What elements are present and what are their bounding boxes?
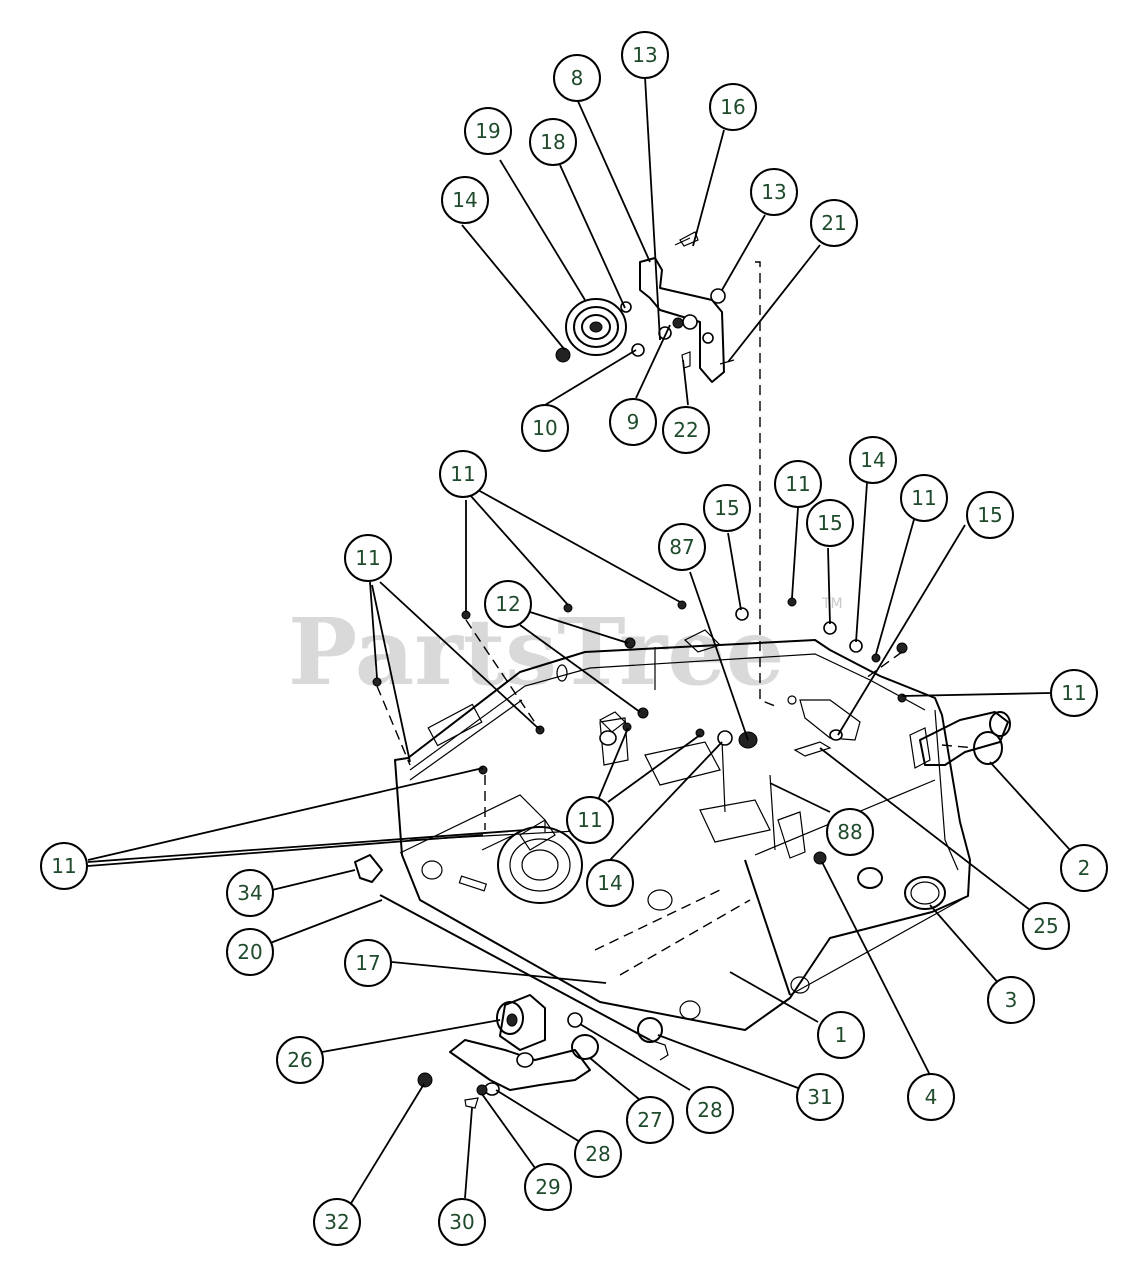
svg-text:4: 4	[925, 1085, 938, 1109]
svg-text:11: 11	[911, 486, 936, 510]
svg-text:34: 34	[237, 881, 262, 905]
svg-text:11: 11	[785, 472, 810, 496]
svg-text:16: 16	[720, 95, 745, 119]
callout-11-center: 11	[566, 796, 614, 844]
callout-10: 10	[521, 404, 569, 452]
svg-text:27: 27	[637, 1108, 662, 1132]
svg-text:13: 13	[761, 180, 786, 204]
svg-text:14: 14	[597, 871, 622, 895]
svg-text:3: 3	[1005, 988, 1018, 1012]
callout-13-top: 13	[621, 31, 669, 79]
svg-text:21: 21	[821, 211, 846, 235]
svg-text:18: 18	[540, 130, 565, 154]
svg-text:20: 20	[237, 940, 262, 964]
svg-text:28: 28	[585, 1142, 610, 1166]
svg-text:9: 9	[627, 410, 640, 434]
callout-11-lower-left: 11	[40, 842, 88, 890]
callout-21: 21	[810, 199, 858, 247]
svg-text:19: 19	[475, 119, 500, 143]
idler-pulley-assembly	[555, 231, 776, 707]
callout-28-bottom: 28	[574, 1130, 622, 1178]
callout-18: 18	[529, 118, 577, 166]
lower-parts	[354, 854, 669, 1109]
callout-31: 31	[796, 1073, 844, 1121]
callout-29: 29	[524, 1163, 572, 1211]
svg-text:14: 14	[860, 448, 885, 472]
callout-9: 9	[609, 398, 657, 446]
callout-11-top-right-b: 11	[900, 474, 948, 522]
callout-19: 19	[464, 107, 512, 155]
svg-text:15: 15	[977, 503, 1002, 527]
callout-11-left-cluster: 11	[344, 534, 392, 582]
callout-11-top-right-a: 11	[774, 460, 822, 508]
svg-text:15: 15	[817, 511, 842, 535]
svg-text:28: 28	[697, 1098, 722, 1122]
callout-15-c: 15	[966, 491, 1014, 539]
callout-87: 87	[658, 523, 706, 571]
callout-28-right: 28	[686, 1086, 734, 1134]
svg-text:13: 13	[632, 43, 657, 67]
svg-text:8: 8	[571, 66, 584, 90]
svg-text:11: 11	[1061, 681, 1086, 705]
callout-13-right: 13	[750, 168, 798, 216]
svg-text:14: 14	[452, 188, 477, 212]
callout-15-a: 15	[703, 484, 751, 532]
svg-text:29: 29	[535, 1175, 560, 1199]
svg-text:11: 11	[355, 546, 380, 570]
callout-17: 17	[344, 939, 392, 987]
callout-32: 32	[313, 1198, 361, 1246]
svg-text:25: 25	[1033, 914, 1058, 938]
callout-25: 25	[1022, 902, 1070, 950]
callout-14-center: 14	[586, 859, 634, 907]
svg-text:11: 11	[577, 808, 602, 832]
svg-text:10: 10	[532, 416, 557, 440]
callout-22: 22	[662, 406, 710, 454]
svg-text:11: 11	[51, 854, 76, 878]
svg-text:26: 26	[287, 1048, 312, 1072]
callout-1: 1	[817, 1011, 865, 1059]
callout-20: 20	[226, 928, 274, 976]
svg-text:15: 15	[714, 496, 739, 520]
mower-deck-housing	[394, 629, 1011, 1031]
callout-12: 12	[484, 580, 532, 628]
callout-26: 26	[276, 1036, 324, 1084]
watermark-brand: PartsTree	[288, 598, 784, 706]
callout-27: 27	[626, 1096, 674, 1144]
callout-15-b: 15	[806, 499, 854, 547]
callout-2: 2	[1060, 844, 1108, 892]
callout-4: 4	[907, 1073, 955, 1121]
callout-14-right: 14	[849, 436, 897, 484]
svg-text:88: 88	[837, 820, 862, 844]
svg-text:22: 22	[673, 418, 698, 442]
callout-11-top-cluster: 11	[439, 450, 487, 498]
dashed-lines	[376, 619, 976, 976]
callouts: 13 8 16 19 18 13 21 14 10 9 22 11 11 14 …	[40, 31, 1108, 1246]
callout-88: 88	[826, 808, 874, 856]
svg-text:30: 30	[449, 1210, 474, 1234]
svg-text:12: 12	[495, 592, 520, 616]
svg-text:2: 2	[1078, 856, 1091, 880]
callout-34: 34	[226, 869, 274, 917]
svg-text:17: 17	[355, 951, 380, 975]
callout-30: 30	[438, 1198, 486, 1246]
callout-16: 16	[709, 83, 757, 131]
callout-14-top: 14	[441, 176, 489, 224]
callout-11-right-edge: 11	[1050, 669, 1098, 717]
leader-lines	[87, 76, 1071, 1206]
svg-text:32: 32	[324, 1210, 349, 1234]
svg-text:11: 11	[450, 462, 475, 486]
watermark-tm: TM	[821, 596, 843, 612]
svg-text:1: 1	[835, 1023, 848, 1047]
callout-8: 8	[553, 54, 601, 102]
callout-3: 3	[987, 976, 1035, 1024]
svg-text:31: 31	[807, 1085, 832, 1109]
svg-text:87: 87	[669, 535, 694, 559]
